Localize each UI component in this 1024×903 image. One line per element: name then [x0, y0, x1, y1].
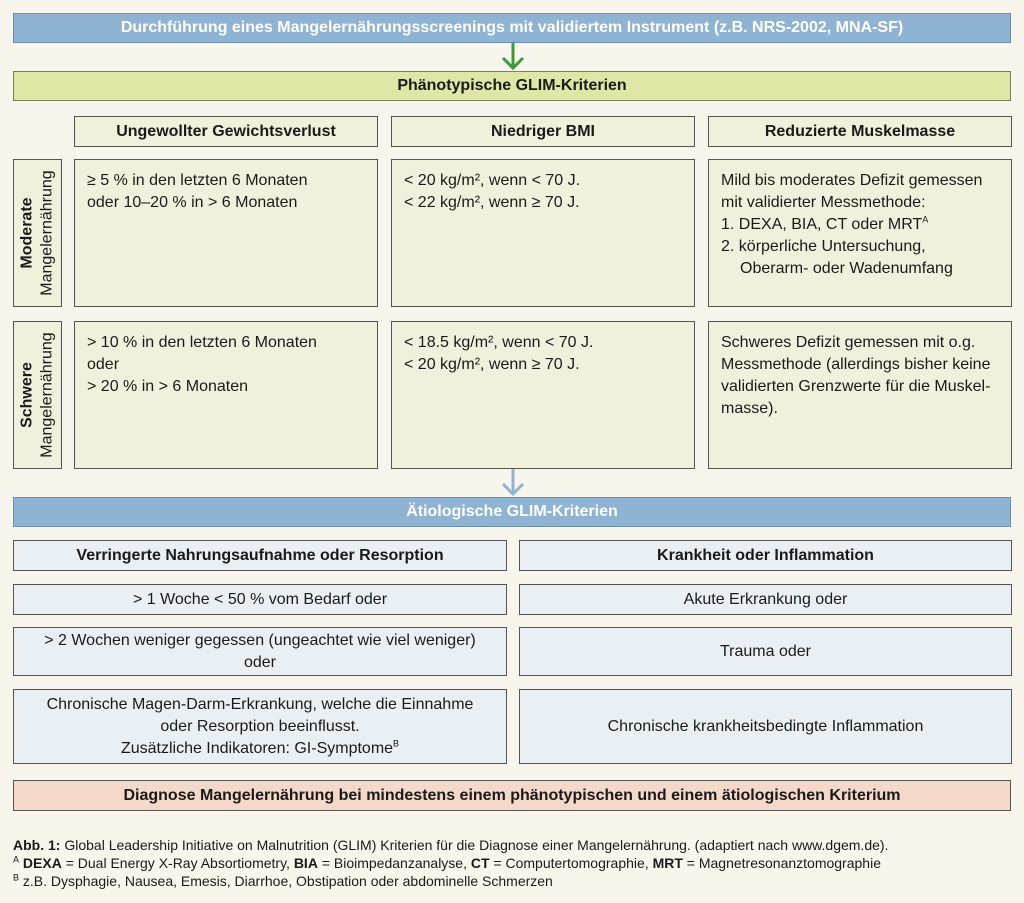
cell-line: < 18.5 kg/m², wenn < 70 J.: [404, 334, 594, 351]
cell-severe-muscle: Schweres Defizit gemessen mit o.g. Messm…: [708, 321, 1012, 469]
cell-moderate-weight: ≥ 5 % in den letzten 6 Monaten oder 10–2…: [74, 159, 378, 307]
etiologic-intake-item: > 2 Wochen weniger gegessen (ungeachtet …: [13, 627, 507, 676]
row-label-moderate: Moderate Mangelernährung: [13, 159, 62, 307]
cell-line: oder Resorption beeinflusst.: [160, 717, 360, 735]
cell-severe-bmi: < 18.5 kg/m², wenn < 70 J. < 20 kg/m², w…: [391, 321, 695, 469]
cell-moderate-bmi: < 20 kg/m², wenn < 70 J. < 22 kg/m², wen…: [391, 159, 695, 307]
phenotypic-banner: Phänotypische GLIM-Kriterien: [13, 71, 1011, 101]
arrow-down-icon: [500, 469, 526, 496]
caption-text: Global Leadership Initiative on Malnutri…: [64, 837, 889, 853]
row-label-bold: Moderate: [18, 197, 36, 269]
cell-line: oder: [87, 356, 120, 373]
abbr: BIA: [293, 855, 318, 871]
cell-line: oder 10–20 % in > 6 Monaten: [87, 194, 298, 211]
etiologic-title: Ätiologische GLIM-Kriterien: [406, 503, 618, 520]
cell-line: oder: [243, 653, 277, 671]
column-header-label: Reduzierte Muskelmasse: [764, 122, 956, 140]
caption-label: Abb. 1:: [13, 837, 61, 853]
footnote-b: B z.B. Dysphagie, Nausea, Emesis, Diarrh…: [13, 872, 1013, 890]
cell-line: > 20 % in > 6 Monaten: [87, 378, 248, 395]
cell-line: validierten Grenzwerte für die Muskel-: [721, 378, 991, 395]
cell-line: Trauma oder: [720, 642, 811, 660]
cell-line: < 22 kg/m², wenn ≥ 70 J.: [404, 194, 580, 211]
row-label-text: Mangelernährung: [38, 170, 56, 296]
etiologic-disease-item: Chronische krankheitsbedingte Inflammati…: [519, 689, 1012, 764]
cell-line: Chronische krankheitsbedingte Inflammati…: [607, 717, 924, 735]
cell-line: Schweres Defizit gemessen mit o.g.: [721, 334, 976, 351]
abbr-def: = Magnetresonanztomographie: [682, 855, 881, 871]
cell-line: Oberarm- oder Wadenumfang: [740, 260, 953, 277]
diagnosis-text: Diagnose Mangelernährung bei mindestens …: [123, 786, 901, 804]
column-header-label: Niedriger BMI: [490, 122, 595, 140]
abbr-def: = Bioimpedanzanalyse,: [317, 855, 471, 871]
cell-line: Akute Erkrankung oder: [683, 590, 848, 608]
cell-line: Zusätzliche Indikatoren: GI-Symptome: [120, 739, 394, 757]
abbr: CT: [470, 855, 490, 871]
cell-line-with-sup: 1. DEXA, BIA, CT oder MRTA: [721, 214, 982, 236]
footnote-mark: B: [13, 872, 20, 883]
etiologic-header-label: Verringerte Nahrungsaufnahme oder Resorp…: [76, 546, 444, 564]
etiologic-banner: Ätiologische GLIM-Kriterien: [13, 497, 1011, 527]
column-header-bmi: Niedriger BMI: [391, 116, 695, 147]
cell-line-with-sup: Zusätzliche Indikatoren: GI-SymptomeB: [121, 738, 399, 760]
cell-line: 2. körperliche Untersuchung,: [721, 238, 926, 255]
phenotypic-title: Phänotypische GLIM-Kriterien: [397, 77, 627, 94]
cell-line: mit validierter Messmethode:: [721, 194, 926, 211]
cell-line: 1. DEXA, BIA, CT oder MRT: [721, 216, 923, 233]
footnote-mark: A: [922, 214, 929, 225]
abbr-def: = Computertomographie,: [489, 855, 653, 871]
cell-line: < 20 kg/m², wenn < 70 J.: [404, 172, 581, 189]
etiologic-intake-item: > 1 Woche < 50 % vom Bedarf oder: [13, 584, 507, 615]
cell-line: masse).: [721, 400, 778, 417]
screening-text: Durchführung eines Mangelernährungsscree…: [120, 19, 904, 36]
screening-banner: Durchführung eines Mangelernährungsscree…: [13, 13, 1011, 43]
column-header-muscle: Reduzierte Muskelmasse: [708, 116, 1012, 147]
cell-line: < 20 kg/m², wenn ≥ 70 J.: [404, 356, 580, 373]
cell-severe-weight: > 10 % in den letzten 6 Monaten oder > 2…: [74, 321, 378, 469]
etiologic-header-label: Krankheit oder Inflammation: [657, 546, 874, 564]
abbr-def: = Dual Energy X-Ray Absortiometry,: [61, 855, 294, 871]
etiologic-header-disease: Krankheit oder Inflammation: [519, 540, 1012, 571]
abbr: MRT: [652, 855, 683, 871]
column-header-weight: Ungewollter Gewichtsverlust: [74, 116, 378, 147]
cell-line: ≥ 5 % in den letzten 6 Monaten: [87, 172, 308, 189]
cell-moderate-muscle: Mild bis moderates Defizit gemessen mit …: [708, 159, 1012, 307]
footnote-mark: A: [13, 854, 20, 865]
caption-line: Abb. 1: Global Leadership Initiative on …: [13, 836, 1013, 854]
abbr: DEXA: [22, 855, 62, 871]
cell-line: > 2 Wochen weniger gegessen (ungeachtet …: [44, 631, 476, 649]
cell-line: Mild bis moderates Defizit gemessen: [721, 172, 983, 189]
etiologic-intake-item: Chronische Magen-Darm-Erkrankung, welche…: [13, 689, 507, 764]
etiologic-header-intake: Verringerte Nahrungsaufnahme oder Resorp…: [13, 540, 507, 571]
cell-line: > 1 Woche < 50 % vom Bedarf oder: [132, 590, 388, 608]
etiologic-disease-item: Trauma oder: [519, 627, 1012, 676]
cell-line: Messmethode (allerdings bisher keine: [721, 356, 991, 373]
row-label-text: Mangelernährung: [38, 332, 56, 458]
cell-line: Chronische Magen-Darm-Erkrankung, welche…: [46, 695, 474, 713]
figure-caption: Abb. 1: Global Leadership Initiative on …: [13, 836, 1013, 890]
column-header-label: Ungewollter Gewichtsverlust: [116, 122, 336, 140]
cell-line: > 10 % in den letzten 6 Monaten: [87, 334, 317, 351]
arrow-down-icon: [500, 43, 526, 71]
row-label-severe: Schwere Mangelernährung: [13, 321, 62, 469]
footnote-a: A DEXA = Dual Energy X-Ray Absortiometry…: [13, 854, 1013, 872]
row-label-bold: Schwere: [18, 362, 36, 428]
footnote-mark: B: [393, 738, 400, 749]
etiologic-disease-item: Akute Erkrankung oder: [519, 584, 1012, 615]
diagnosis-banner: Diagnose Mangelernährung bei mindestens …: [13, 780, 1011, 811]
footnote-text: z.B. Dysphagie, Nausea, Emesis, Diarrhoe…: [22, 873, 553, 889]
